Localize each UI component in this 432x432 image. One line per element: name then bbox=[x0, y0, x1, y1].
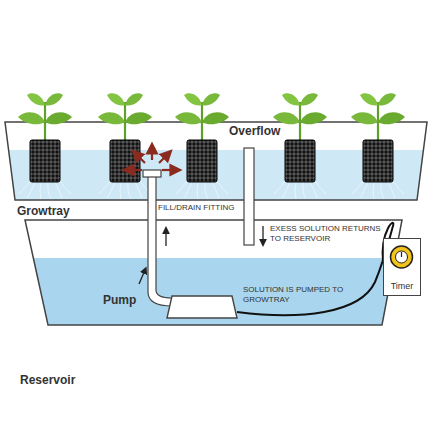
timer-cord bbox=[237, 223, 393, 315]
container-region: Reservoir bbox=[25, 220, 402, 325]
direction-arrows bbox=[139, 226, 263, 284]
reservoir-outline bbox=[25, 220, 402, 325]
timer-box: Timer bbox=[383, 238, 421, 296]
part-label: Overflow bbox=[229, 124, 280, 138]
part-name: Reservoir bbox=[20, 373, 75, 387]
fill-drain-fitting bbox=[143, 170, 161, 177]
note-label: EXESS SOLUTION RETURNS TO RESERVOIR bbox=[270, 224, 382, 244]
reservoir-solution bbox=[33, 258, 395, 325]
note-label: FILL/DRAIN FITTING bbox=[158, 203, 234, 213]
part-label: Pump bbox=[103, 293, 136, 307]
flow-arrows bbox=[128, 148, 176, 170]
part-name: Growtray bbox=[17, 204, 70, 218]
container-region: Growtray bbox=[5, 122, 427, 200]
plants bbox=[18, 93, 405, 199]
note-label: SOLUTION IS PUMPED TO GROWTRAY bbox=[243, 285, 347, 305]
pump-body bbox=[167, 296, 237, 318]
timer-label: Timer bbox=[384, 281, 420, 291]
timer-dial bbox=[384, 239, 419, 275]
overflow-pipe bbox=[244, 148, 254, 245]
fill-tube bbox=[148, 176, 172, 306]
